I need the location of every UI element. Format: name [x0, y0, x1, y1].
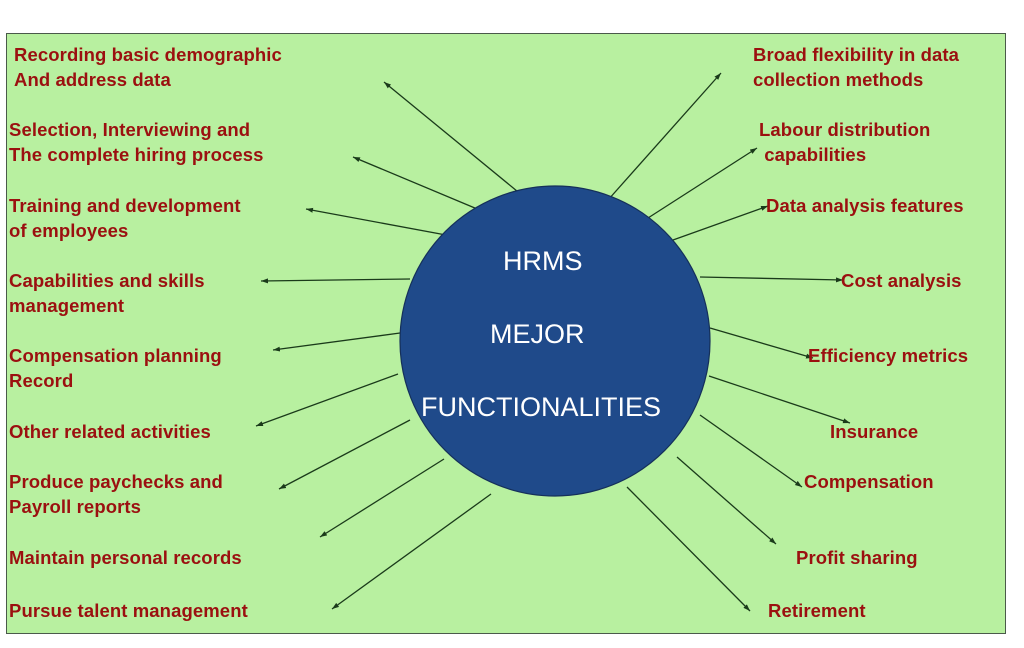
label-other-activities: Other related activities: [9, 421, 211, 442]
label-labour-distribution: Labour distribution capabilities: [759, 119, 931, 165]
hub-circle: [399, 185, 711, 497]
label-payroll-reports: Produce paychecks and Payroll reports: [9, 471, 223, 517]
label-efficiency-metrics: Efficiency metrics: [808, 345, 969, 366]
arrow-right-2: [647, 147, 758, 219]
arrow-right-4: [699, 276, 844, 283]
arrow-right-8: [676, 456, 777, 545]
arrow-left-9: [331, 493, 492, 610]
label-demographic-data: Recording basic demographic And address …: [14, 44, 282, 90]
arrow-left-2: [352, 156, 483, 212]
arrow-right-9: [626, 486, 751, 612]
label-compensation: Compensation: [804, 471, 934, 492]
hub-title-line-1: HRMS: [503, 246, 583, 276]
arrow-left-3: [305, 207, 447, 236]
arrow-left-6: [255, 373, 399, 427]
label-cost-analysis: Cost analysis: [841, 270, 962, 291]
label-personal-records: Maintain personal records: [9, 547, 242, 568]
label-data-collection: Broad flexibility in data collection met…: [753, 44, 960, 90]
arrow-left-5: [272, 332, 401, 352]
arrow-right-3: [672, 205, 769, 241]
label-training-development: Training and development of employees: [9, 195, 241, 241]
arrow-left-1: [383, 81, 524, 197]
label-insurance: Insurance: [830, 421, 919, 442]
label-data-analysis: Data analysis features: [766, 195, 964, 216]
hub-title-line-3: FUNCTIONALITIES: [421, 392, 662, 422]
label-retirement: Retirement: [768, 600, 866, 621]
label-compensation-planning: Compensation planning Record: [9, 345, 222, 391]
arrow-right-7: [699, 414, 803, 488]
arrow-right-5: [709, 327, 814, 359]
hub-title-line-2: MEJOR: [490, 319, 585, 349]
arrow-left-4: [260, 278, 411, 284]
arrow-right-6: [708, 375, 851, 424]
arrow-right-1: [607, 72, 722, 201]
label-skills-management: Capabilities and skills management: [9, 270, 205, 316]
label-talent-management: Pursue talent management: [9, 600, 248, 621]
arrow-left-7: [278, 419, 411, 490]
label-hiring-process: Selection, Interviewing and The complete…: [9, 119, 264, 165]
label-profit-sharing: Profit sharing: [796, 547, 918, 568]
arrow-left-8: [319, 458, 445, 538]
